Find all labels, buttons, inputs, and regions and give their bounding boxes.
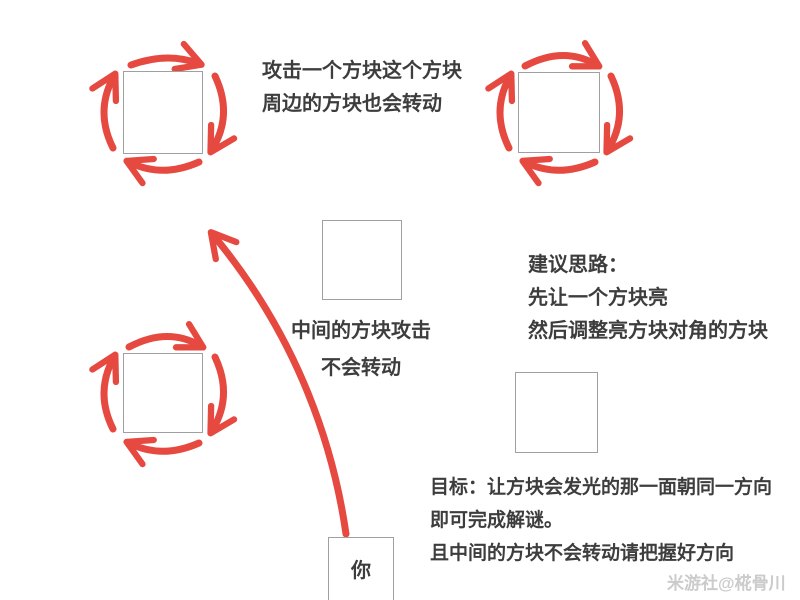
puzzle-block-top-right xyxy=(518,72,600,153)
puzzle-block-right xyxy=(515,372,598,453)
center-note-line2: 不会转动 xyxy=(321,357,401,379)
suggestion-note: 建议思路： 先让一个方块亮 然后调整亮方块对角的方块 xyxy=(528,249,768,348)
center-note-line1: 中间的方块攻击 xyxy=(291,320,431,342)
puzzle-block-top-left xyxy=(123,71,203,154)
attack-note-line2: 周边的方块也会转动 xyxy=(262,93,442,115)
player-block: 你 xyxy=(328,537,394,600)
goal-note-line2: 即可完成解谜。 xyxy=(430,510,564,531)
puzzle-block-bottom-left xyxy=(123,353,203,433)
watermark: 米游社@椛骨川 xyxy=(667,574,786,593)
attack-note: 攻击一个方块这个方块 周边的方块也会转动 xyxy=(262,55,462,121)
suggestion-note-line2: 先让一个方块亮 xyxy=(528,287,668,309)
puzzle-block-center xyxy=(322,220,402,300)
suggestion-note-title: 建议思路： xyxy=(528,254,628,276)
goal-note: 目标：让方块会发光的那一面朝同一方向 即可完成解谜。 且中间的方块不会转动请把握… xyxy=(430,471,772,570)
player-label: 你 xyxy=(351,560,371,582)
goal-note-line3: 且中间的方块不会转动请把握好方向 xyxy=(430,543,735,564)
suggestion-note-line3: 然后调整亮方块对角的方块 xyxy=(528,320,768,342)
center-note: 中间的方块攻击 不会转动 xyxy=(281,313,441,387)
goal-note-line1: 目标：让方块会发光的那一面朝同一方向 xyxy=(430,477,773,498)
attack-note-line1: 攻击一个方块这个方块 xyxy=(262,60,462,82)
